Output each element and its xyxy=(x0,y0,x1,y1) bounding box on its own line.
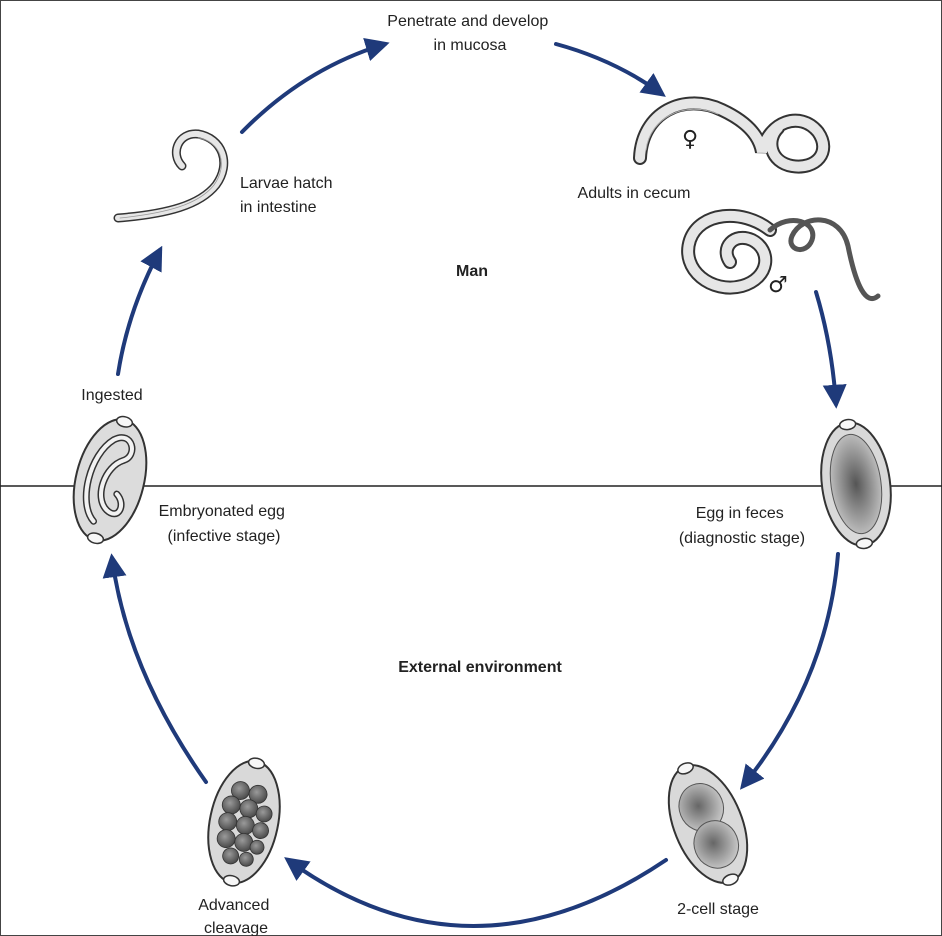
stage-label-larvae: Larvae hatch in intestine xyxy=(240,175,337,216)
stage-label-ingested-line1: Ingested xyxy=(81,387,142,404)
stage-label-advanced: Advanced cleavage xyxy=(198,897,274,936)
cycle-arrows xyxy=(102,38,847,928)
stage-label-penetrate: Penetrate and develop in mucosa xyxy=(387,13,552,54)
stage-label-larvae-line2: in intestine xyxy=(240,199,317,216)
stage-label-adults-line1: Adults in cecum xyxy=(578,185,691,202)
female-worm-icon xyxy=(633,96,831,174)
arrow-advanced-to-embryonated xyxy=(102,553,208,784)
arrow-larvae-to-penetrate xyxy=(240,38,390,134)
stage-label-embryonated-line2: (infective stage) xyxy=(168,528,281,545)
arrow-2cell-to-advanced xyxy=(284,857,668,928)
stage-label-feces: Egg in feces (diagnostic stage) xyxy=(679,505,805,547)
egg-icon xyxy=(72,415,148,545)
egg-icon xyxy=(667,762,749,886)
stage-label-two-cell: 2-cell stage xyxy=(677,901,759,918)
stage-label-advanced-line2: cleavage xyxy=(204,920,268,936)
stage-label-ingested: Ingested xyxy=(81,387,142,404)
region-label-external: External environment xyxy=(398,659,562,676)
egg-icon xyxy=(820,418,892,550)
stage-label-embryonated-line1: Embryonated egg xyxy=(159,503,285,520)
stage-label-adults: Adults in cecum xyxy=(578,185,691,202)
stage-label-feces-line1: Egg in feces xyxy=(696,505,784,522)
stage-label-embryonated: Embryonated egg (infective stage) xyxy=(159,503,290,545)
stage-label-penetrate-line2: in mucosa xyxy=(434,37,507,54)
stage-label-penetrate-line1: Penetrate and develop xyxy=(387,13,548,30)
female-symbol: ♀ xyxy=(682,127,698,152)
arrow-feces-to-2cell xyxy=(739,552,840,790)
male-worm-icon xyxy=(681,208,881,301)
stage-label-advanced-line1: Advanced xyxy=(198,897,269,914)
stage-label-two-cell-line1: 2-cell stage xyxy=(677,901,759,918)
male-symbol: ♂ xyxy=(768,273,788,298)
stage-label-larvae-line1: Larvae hatch xyxy=(240,175,333,192)
stage-label-feces-line2: (diagnostic stage) xyxy=(679,530,805,547)
egg-icon xyxy=(207,757,281,887)
arrow-ingested-to-larvae xyxy=(116,245,163,376)
arrow-penetrate-to-adults xyxy=(554,42,666,97)
region-label-host: Man xyxy=(456,263,488,280)
arrow-adults-to-feces xyxy=(814,290,847,409)
larva-icon xyxy=(113,129,229,223)
